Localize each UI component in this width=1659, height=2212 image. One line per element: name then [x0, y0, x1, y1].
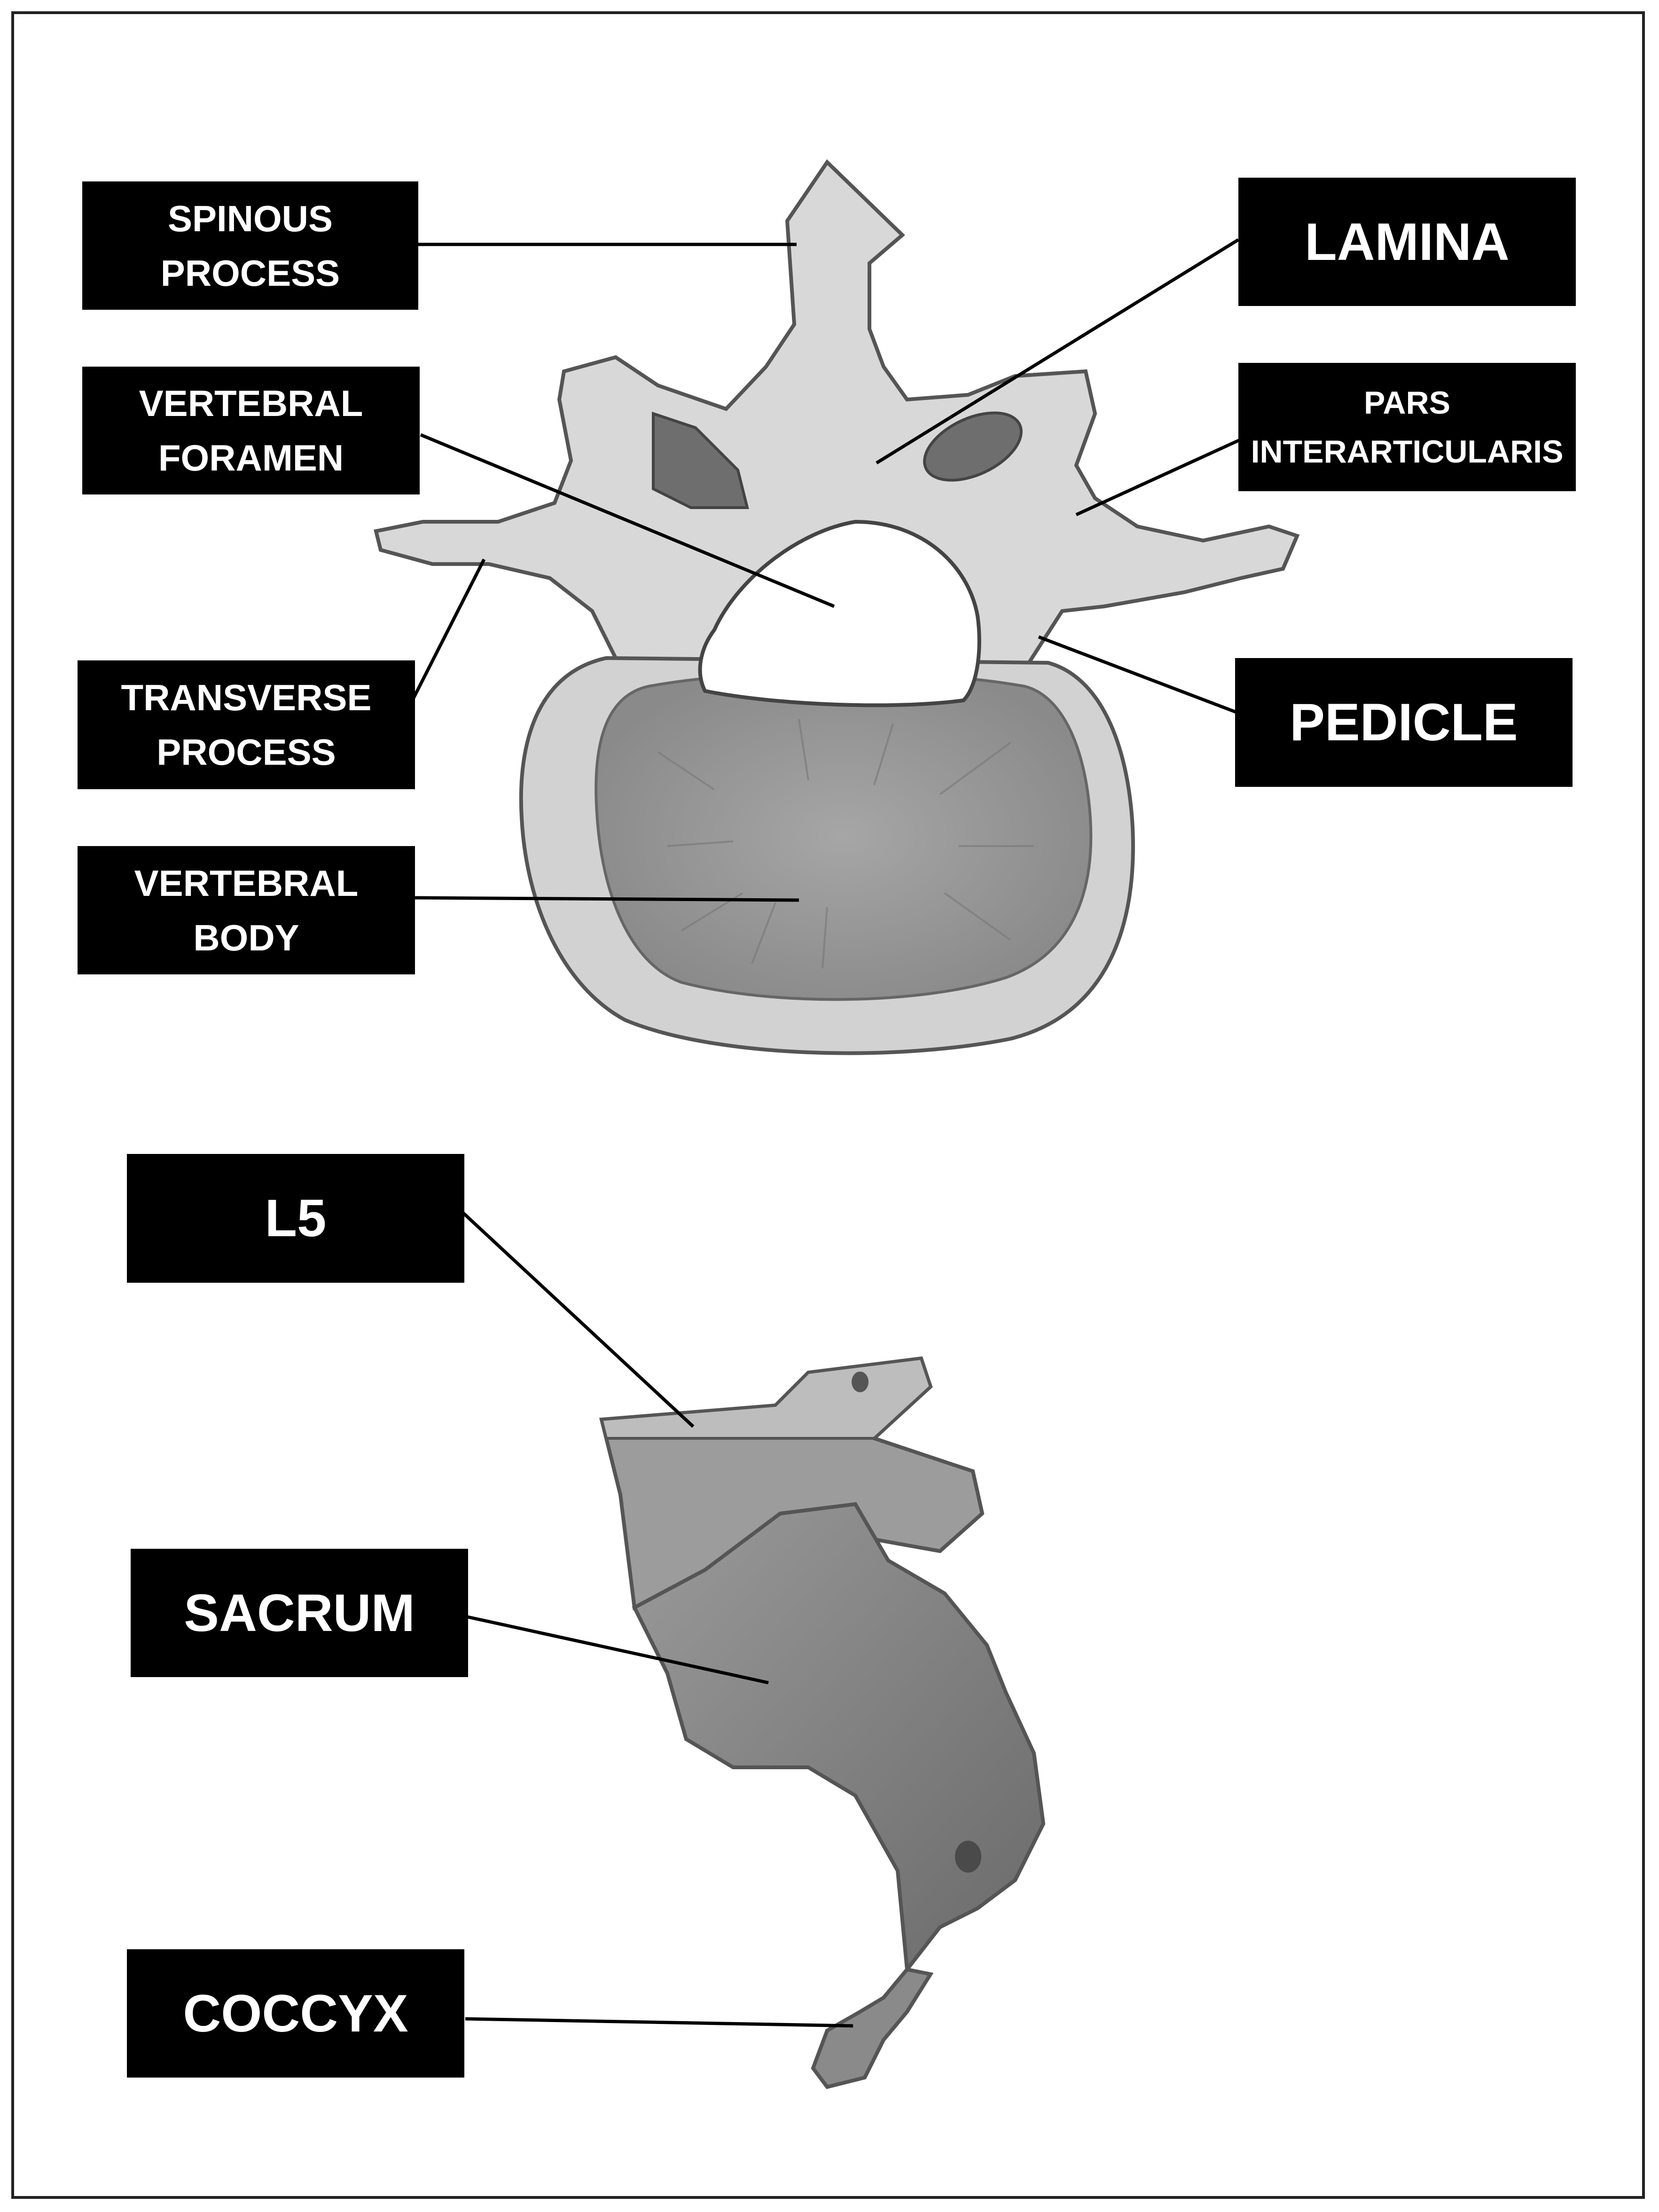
leader-vertebral-foramen	[420, 433, 835, 608]
l5-endplate	[600, 1357, 932, 1440]
lumbar-vertebra-drawing	[374, 159, 1300, 1055]
leader-transverse-process	[412, 558, 486, 699]
label-vertebral-body: VERTEBRAL BODY	[78, 846, 415, 974]
leader-l5	[462, 1211, 695, 1428]
leader-pedicle	[1038, 635, 1237, 714]
l5-foramen-spot	[852, 1372, 869, 1392]
label-spinous-process: SPINOUS PROCESS	[82, 181, 418, 310]
label-l5: L5	[127, 1154, 464, 1283]
superior-articular-facet-right	[923, 411, 1023, 482]
vertebral-foramen-hole	[698, 519, 981, 707]
label-lamina: LAMINA	[1238, 178, 1576, 306]
lumbosacral-drawing	[599, 1356, 1046, 2089]
label-pars-interarticularis: PARS INTERARTICULARIS	[1238, 363, 1576, 491]
superior-articular-facet-left	[652, 411, 749, 509]
label-transverse-process: TRANSVERSE PROCESS	[78, 660, 415, 789]
label-pedicle: PEDICLE	[1235, 658, 1573, 787]
cancellous-bone	[595, 671, 1093, 1001]
sacrum-shape	[632, 1502, 1046, 1975]
leader-lamina	[876, 238, 1239, 464]
leader-coccyx	[465, 2017, 853, 2028]
vertebral-arch	[374, 159, 1300, 679]
sacral-foramen	[955, 1841, 981, 1873]
label-vertebral-foramen: VERTEBRAL FORAMEN	[82, 367, 420, 494]
label-coccyx: COCCYX	[127, 1949, 464, 2078]
leader-vertebral-body	[413, 896, 799, 902]
leader-pars-interarticularis	[1075, 438, 1242, 517]
coccyx-shape	[811, 1967, 934, 2089]
leader-sacrum	[467, 1615, 769, 1685]
label-sacrum: SACRUM	[131, 1549, 468, 1677]
leader-lines	[412, 238, 1242, 2028]
